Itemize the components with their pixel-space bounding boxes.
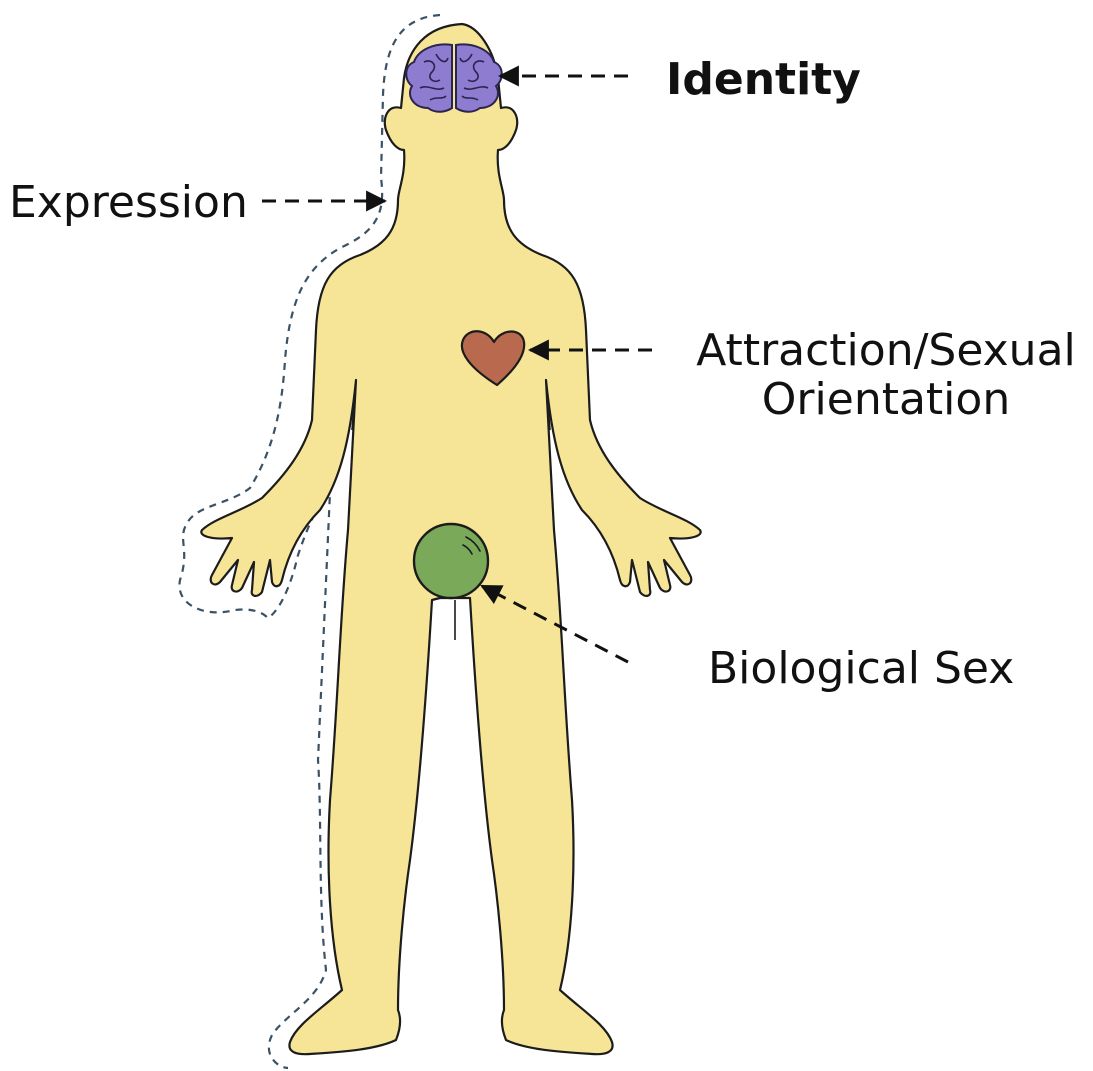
attraction-label: Attraction/Sexual Orientation [680, 326, 1092, 425]
attraction-label-line1: Attraction/Sexual [680, 326, 1092, 375]
attraction-label-line2: Orientation [680, 375, 1092, 424]
biological-sex-label: Biological Sex [708, 644, 1014, 693]
expression-label: Expression [9, 178, 248, 227]
identity-label: Identity [666, 55, 861, 104]
sphere-icon [414, 524, 488, 598]
